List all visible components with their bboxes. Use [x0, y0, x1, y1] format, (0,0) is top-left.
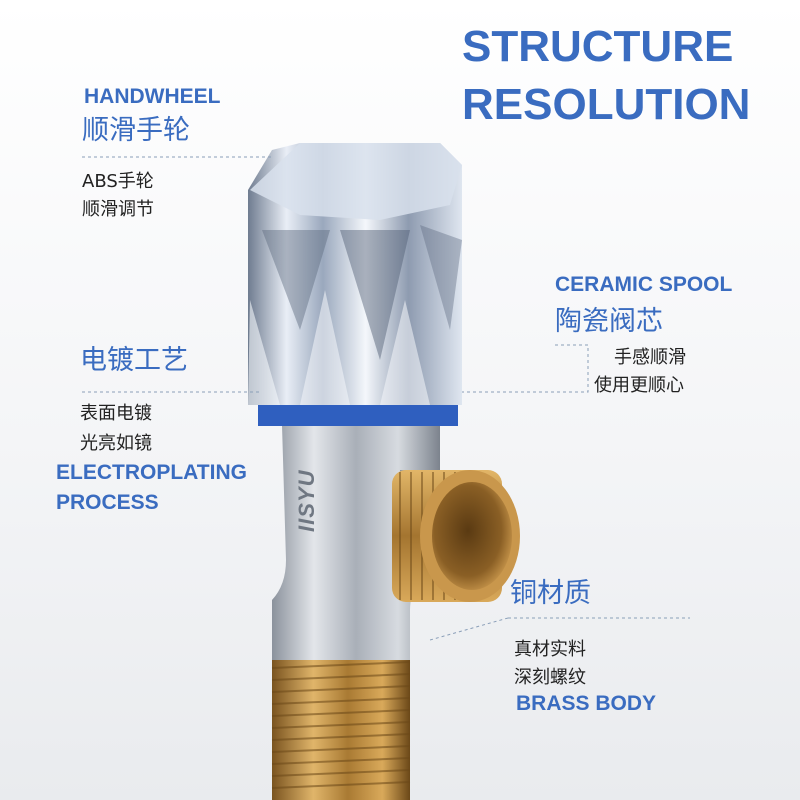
plating-desc-1: 表面电镀	[80, 403, 152, 424]
body-logo: IISYU	[294, 469, 319, 532]
leader-lines	[82, 156, 690, 641]
handwheel-label-en: HANDWHEEL	[84, 85, 221, 108]
ceramic-desc-2: 使用更顺心	[594, 375, 684, 396]
brass-desc-2: 深刻螺纹	[514, 667, 586, 688]
ceramic-desc-1: 手感顺滑	[614, 347, 686, 368]
brass-label-en: BRASS BODY	[516, 692, 657, 715]
brass-desc-1: 真材实料	[514, 639, 586, 660]
bottom-thread	[271, 655, 411, 800]
side-thread	[392, 470, 520, 602]
ceramic-label-en: CERAMIC SPOOL	[555, 273, 733, 296]
ceramic-label-cn: 陶瓷阀芯	[555, 306, 663, 337]
handwheel-label-cn: 顺滑手轮	[82, 115, 190, 146]
plating-label-en-2: PROCESS	[56, 491, 159, 514]
page-title-line2: RESOLUTION	[462, 80, 751, 129]
plating-label-cn: 电镀工艺	[80, 345, 188, 376]
handwheel-knob	[248, 143, 462, 405]
blue-seal-ring	[258, 404, 458, 426]
plating-desc-2: 光亮如镜	[80, 433, 152, 454]
page-title-line1: STRUCTURE	[462, 22, 734, 71]
handwheel-desc-2: 顺滑调节	[82, 199, 154, 220]
handwheel-desc-1: ABS手轮	[82, 171, 154, 192]
brass-label-cn: 铜材质	[510, 578, 591, 609]
plating-label-en-1: ELECTROPLATING	[56, 461, 247, 484]
